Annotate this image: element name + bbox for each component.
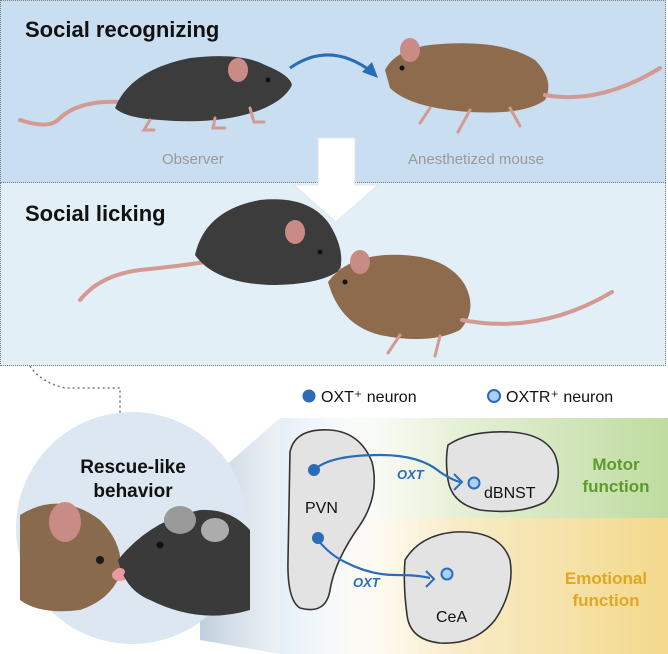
- rescue-label-line2: behavior: [93, 481, 173, 502]
- emotional-line2: function: [572, 591, 640, 610]
- oxtr-neuron-cea: [440, 567, 454, 581]
- pvn-label: PVN: [305, 500, 338, 517]
- motor-line2: function: [582, 477, 650, 496]
- oxtr-neuron-legend-label: OXTR⁺ neuron: [506, 389, 614, 406]
- emotional-function-label: Emotional function: [547, 568, 665, 612]
- synapse-dbnst: [453, 473, 464, 491]
- pvn-to-cea-projection: [317, 539, 431, 580]
- rescue-label-line1: Rescue-like: [80, 457, 186, 478]
- anesthetized-mouse-label: Anesthetized mouse: [408, 151, 544, 168]
- oxt-label-upper: OXT: [397, 467, 424, 482]
- cea-label: CeA: [436, 609, 468, 626]
- pvn-region: [287, 429, 376, 611]
- rescue-like-behavior-label: Rescue-like behavior: [58, 456, 208, 504]
- oxt-label-lower: OXT: [353, 575, 380, 590]
- oxt-neuron-pvn-lower: [312, 532, 324, 544]
- emotional-line1: Emotional: [564, 569, 648, 588]
- observer-mouse-middle: [78, 199, 346, 302]
- oxt-neuron-legend-label: OXT⁺ neuron: [321, 389, 417, 406]
- observer-mouse-top: [18, 56, 292, 132]
- oxt-neuron-pvn-upper: [308, 464, 320, 476]
- synapse-cea: [425, 570, 436, 588]
- anesthetized-mouse-top: [385, 38, 662, 134]
- rescue-mice-illustration: [20, 502, 250, 616]
- sniff-arrow-head: [362, 62, 378, 78]
- cea-region: [403, 531, 512, 644]
- transition-arrow: [292, 137, 380, 223]
- social-licking-title: Social licking: [25, 201, 166, 226]
- dbnst-label: dBNST: [484, 485, 536, 502]
- oxtr-neuron-dbnst: [467, 476, 481, 490]
- social-recognizing-title: Social recognizing: [25, 17, 220, 42]
- dbnst-region: [445, 430, 560, 513]
- anesthetized-mouse-middle: [328, 250, 614, 358]
- oxt-neuron-legend-marker: [302, 389, 316, 403]
- oxtr-neuron-legend-marker: [487, 389, 501, 403]
- pvn-to-dbnst-projection: [313, 453, 461, 484]
- dotted-connector: [29, 365, 121, 414]
- motor-line1: Motor: [592, 455, 640, 474]
- motor-function-label: Motor function: [568, 454, 664, 498]
- observer-label: Observer: [162, 151, 224, 168]
- sniff-arrow: [289, 53, 373, 74]
